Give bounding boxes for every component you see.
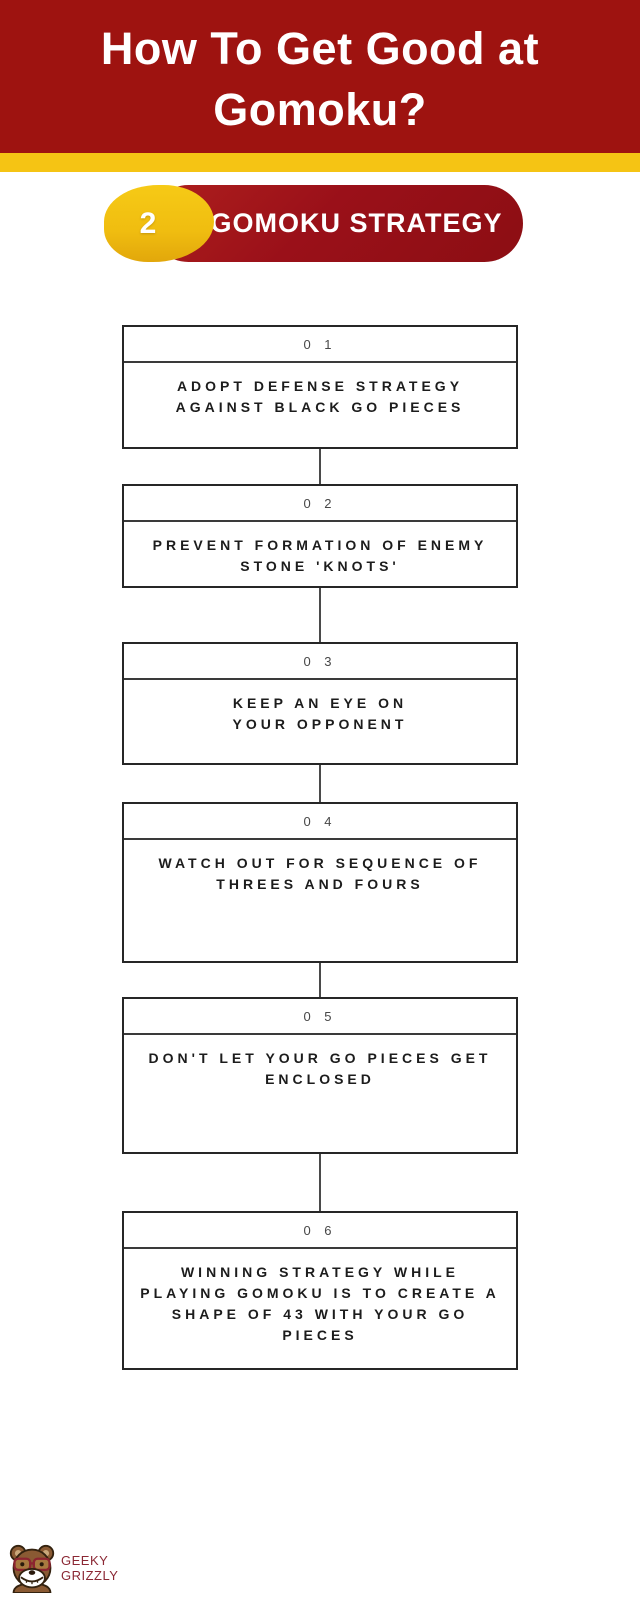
step-body: KEEP AN EYE ON YOUR OPPONENT bbox=[124, 680, 516, 763]
step-number-row: 0 4 bbox=[124, 804, 516, 840]
connector-line bbox=[319, 765, 321, 802]
section-badge-number: 2 bbox=[139, 206, 157, 240]
step-number-row: 0 1 bbox=[124, 327, 516, 363]
step-body: WATCH OUT FOR SEQUENCE OF THREES AND FOU… bbox=[124, 840, 516, 961]
page-title-line1: How To Get Good at bbox=[100, 22, 540, 74]
step-number: 0 2 bbox=[303, 495, 337, 511]
step-number-row: 0 6 bbox=[124, 1213, 516, 1249]
step-text: WINNING STRATEGY WHILE PLAYING GOMOKU IS… bbox=[140, 1264, 500, 1343]
section-badge-label: GOMOKU STRATEGY bbox=[210, 208, 503, 238]
step-box-1: 0 1 ADOPT DEFENSE STRATEGY AGAINST BLACK… bbox=[122, 325, 518, 449]
step-box-4: 0 4 WATCH OUT FOR SEQUENCE OF THREES AND… bbox=[122, 802, 518, 963]
step-number: 0 4 bbox=[303, 813, 337, 829]
connector-line bbox=[319, 588, 321, 642]
step-text: DON'T LET YOUR GO PIECES GET ENCLOSED bbox=[148, 1050, 492, 1087]
step-box-5: 0 5 DON'T LET YOUR GO PIECES GET ENCLOSE… bbox=[122, 997, 518, 1154]
step-number: 0 1 bbox=[303, 336, 337, 352]
connector-line bbox=[319, 1154, 321, 1211]
step-box-6: 0 6 WINNING STRATEGY WHILE PLAYING GOMOK… bbox=[122, 1211, 518, 1370]
bear-logo-icon bbox=[9, 1544, 55, 1593]
step-number-row: 0 3 bbox=[124, 644, 516, 680]
section-badge: GOMOKU STRATEGY 2 bbox=[0, 185, 640, 262]
section-badge-circle: 2 bbox=[104, 185, 214, 262]
step-number: 0 3 bbox=[303, 653, 337, 669]
step-box-2: 0 2 PREVENT FORMATION OF ENEMY STONE 'KN… bbox=[122, 484, 518, 588]
step-body: DON'T LET YOUR GO PIECES GET ENCLOSED bbox=[124, 1035, 516, 1152]
step-text: KEEP AN EYE ON YOUR OPPONENT bbox=[232, 695, 408, 732]
step-box-3: 0 3 KEEP AN EYE ON YOUR OPPONENT bbox=[122, 642, 518, 765]
step-text: PREVENT FORMATION OF ENEMY STONE 'KNOTS' bbox=[152, 537, 488, 574]
step-body: PREVENT FORMATION OF ENEMY STONE 'KNOTS' bbox=[124, 522, 516, 586]
page-title-line2: Gomoku? bbox=[213, 83, 427, 135]
step-text: WATCH OUT FOR SEQUENCE OF THREES AND FOU… bbox=[158, 855, 482, 892]
step-number-row: 0 2 bbox=[124, 486, 516, 522]
page-header: How To Get Good at Gomoku? bbox=[0, 0, 640, 153]
connector-line bbox=[319, 449, 321, 484]
brand-logo: GEEKY GRIZZLY bbox=[8, 1543, 118, 1593]
step-body: ADOPT DEFENSE STRATEGY AGAINST BLACK GO … bbox=[124, 363, 516, 447]
step-number: 0 5 bbox=[303, 1008, 337, 1024]
step-number-row: 0 5 bbox=[124, 999, 516, 1035]
brand-line1: GEEKY bbox=[61, 1553, 109, 1568]
strategy-flowchart: 0 1 ADOPT DEFENSE STRATEGY AGAINST BLACK… bbox=[122, 325, 518, 1370]
step-body: WINNING STRATEGY WHILE PLAYING GOMOKU IS… bbox=[124, 1249, 516, 1368]
brand-text: GEEKY GRIZZLY bbox=[61, 1553, 118, 1583]
connector-line bbox=[319, 963, 321, 997]
header-accent-stripe bbox=[0, 153, 640, 172]
brand-line2: GRIZZLY bbox=[61, 1568, 119, 1583]
step-text: ADOPT DEFENSE STRATEGY AGAINST BLACK GO … bbox=[175, 378, 465, 415]
step-number: 0 6 bbox=[303, 1222, 337, 1238]
